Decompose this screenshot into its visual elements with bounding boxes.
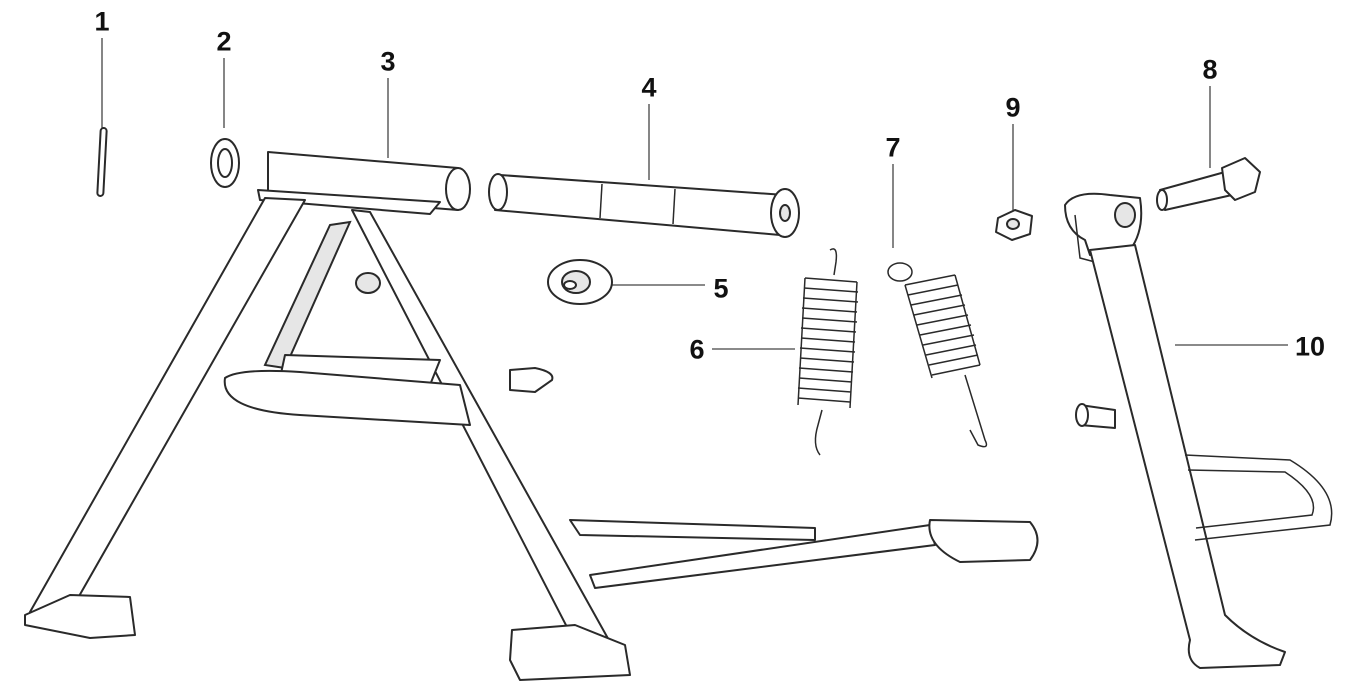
part-pivot-shaft — [488, 173, 800, 238]
part-bolt — [1156, 157, 1261, 211]
callout-10: 10 — [1294, 331, 1326, 362]
callout-7: 7 — [885, 132, 901, 163]
part-side-stand — [1064, 192, 1333, 669]
part-cotter-pin — [96, 127, 108, 197]
part-washer — [210, 138, 240, 188]
callout-1: 1 — [94, 6, 110, 37]
callout-5: 5 — [713, 273, 729, 304]
callout-3: 3 — [380, 46, 396, 77]
callout-6: 6 — [689, 334, 705, 365]
part-nut — [995, 209, 1033, 241]
callout-4: 4 — [641, 72, 657, 103]
leader-lines — [101, 38, 1288, 350]
part-center-stand — [24, 151, 1039, 681]
part-rubber-stopper — [547, 259, 613, 305]
part-spring-6 — [797, 248, 859, 456]
callout-8: 8 — [1202, 54, 1218, 85]
callout-2: 2 — [216, 26, 232, 57]
part-spring-7 — [887, 262, 988, 448]
callout-9: 9 — [1005, 92, 1021, 123]
